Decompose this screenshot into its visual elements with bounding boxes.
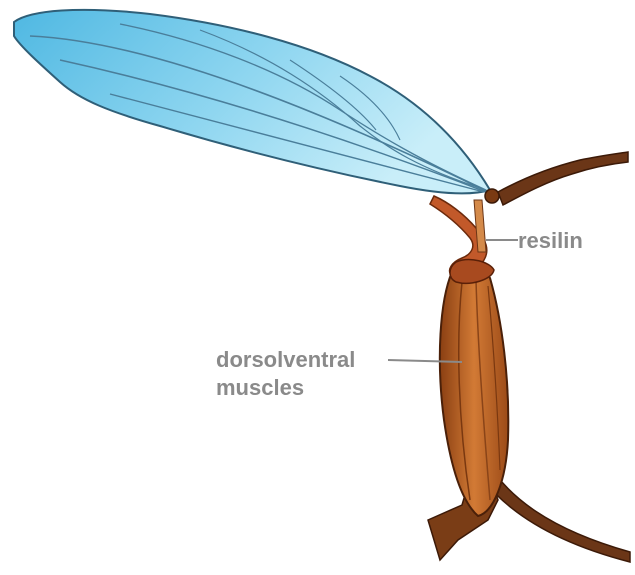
thorax-upper-outline [498, 152, 628, 205]
dorsolventral-muscle [440, 267, 508, 516]
wing-hinge [485, 189, 499, 203]
dorsolventral-label-line1: dorsolventral [216, 348, 355, 372]
resilin-label: resilin [518, 229, 583, 253]
dorsolventral-label-line2: muscles [216, 376, 304, 400]
